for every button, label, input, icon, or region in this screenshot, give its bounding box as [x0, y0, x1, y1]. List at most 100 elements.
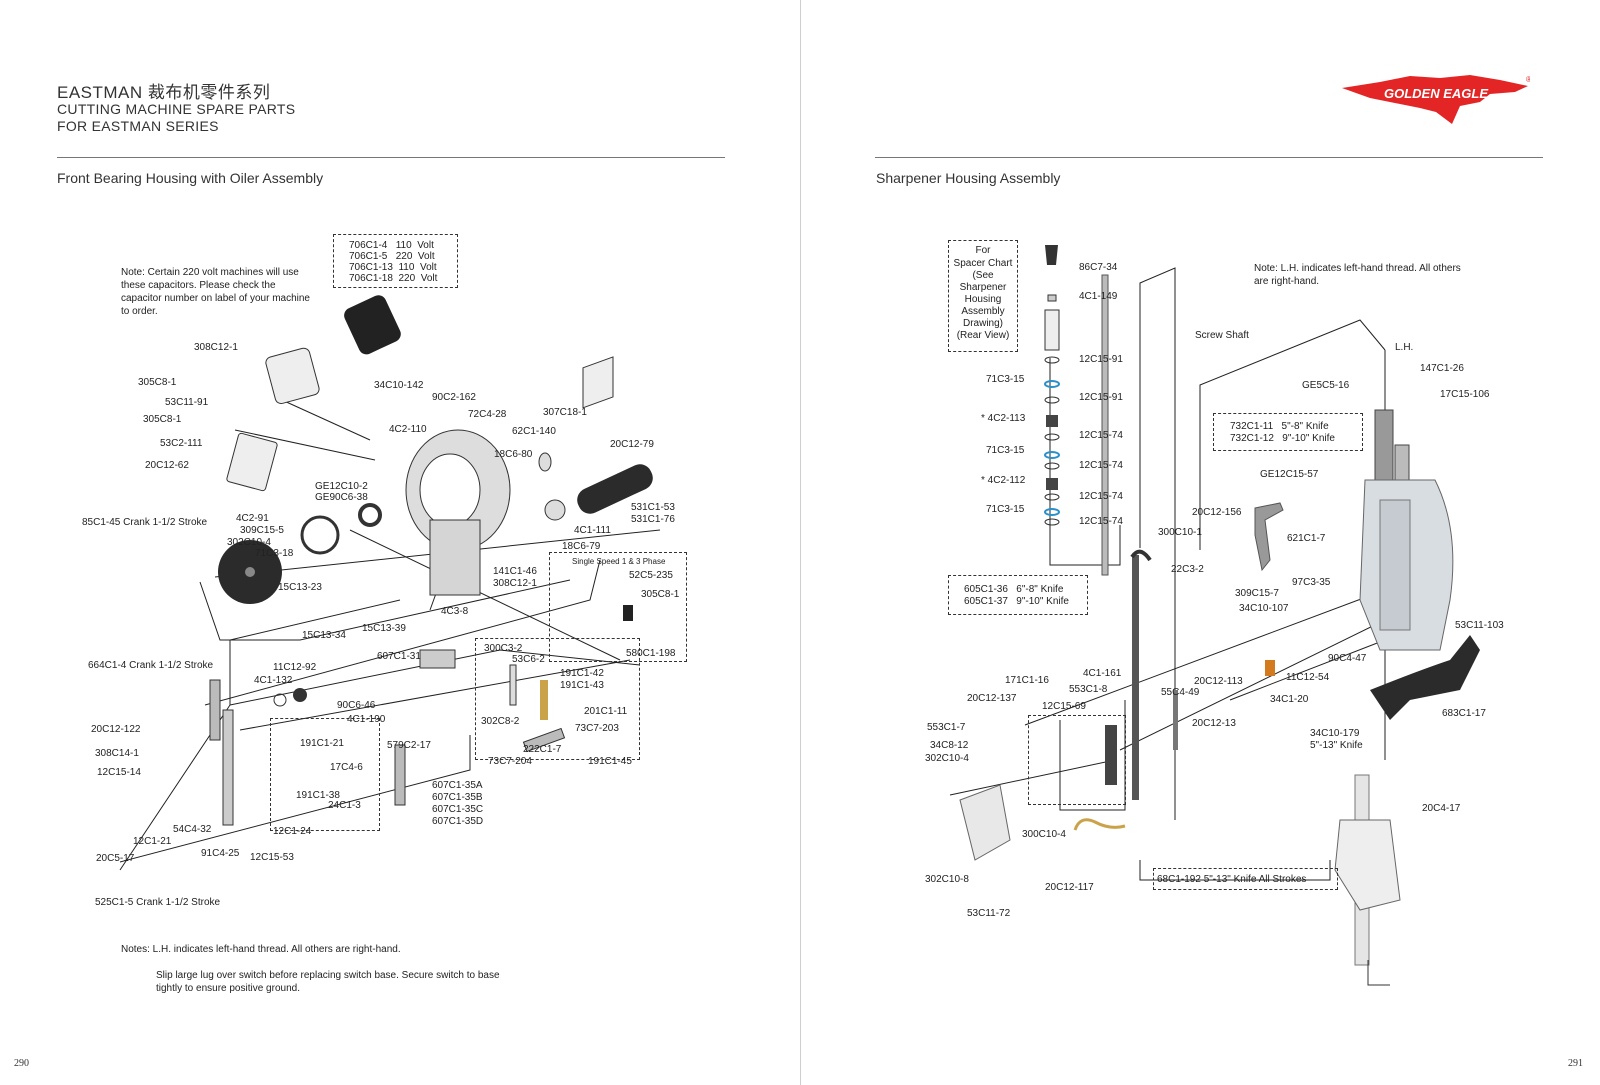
page-subtitle-1: CUTTING MACHINE SPARE PARTS — [57, 101, 296, 117]
part-label: 191C1-42 — [560, 668, 604, 679]
part-label: 305C8-1 — [143, 414, 182, 425]
part-label: L.H. — [1395, 342, 1414, 353]
part-label: 12C15-14 — [97, 767, 141, 778]
svg-text:GOLDEN EAGLE: GOLDEN EAGLE — [1384, 86, 1488, 101]
part-label: 222C1-7 — [523, 744, 562, 755]
part-label: 20C12-122 — [91, 724, 141, 735]
part-label: 11C12-54 — [1286, 672, 1330, 683]
part-label: 302C10-4 — [227, 537, 271, 548]
part-label: GE90C6-38 — [315, 492, 368, 503]
part-label: 53C11-72 — [967, 908, 1011, 919]
part-label: 191C1-38 — [296, 790, 340, 801]
part-label: 141C1-46 — [493, 566, 537, 577]
page-subtitle-2: FOR EASTMAN SERIES — [57, 118, 219, 134]
part-label: 71C3-15 — [986, 374, 1025, 385]
part-label: 683C1-17 — [1442, 708, 1486, 719]
knife-box-3-label: 68C1-192 5"-13" Knife All Strokes — [1157, 874, 1307, 885]
part-label: 302C10-4 — [925, 753, 969, 764]
latch-parts-box — [1028, 715, 1126, 805]
left-section-title: Front Bearing Housing with Oiler Assembl… — [57, 170, 324, 186]
part-label: 20C12-13 — [1192, 718, 1236, 729]
spacer-chart-box-line-8: (Rear View) — [956, 330, 1010, 341]
part-label: 53C6-2 — [512, 654, 545, 665]
capacitor-box-line-3: 706C1-13 110 Volt — [349, 262, 437, 273]
part-label: 4C1-190 — [347, 714, 386, 725]
part-label: 308C14-1 — [95, 748, 139, 759]
capacitor-box — [333, 234, 458, 288]
part-label: 525C1-5 Crank 1-1/2 Stroke — [95, 897, 221, 908]
part-label: 20C12-79 — [610, 439, 654, 450]
part-label: 20C12-62 — [145, 460, 189, 471]
part-label: Screw Shaft — [1195, 330, 1249, 341]
part-label: 308C12-1 — [194, 342, 238, 353]
part-label: 20C12-113 — [1194, 676, 1243, 687]
part-label: 12C1-24 — [273, 826, 312, 837]
part-label: GE12C10-2 — [315, 481, 368, 492]
capacitor-box-line-2: 706C1-5 220 Volt — [349, 251, 435, 262]
part-label: 300C3-2 — [484, 643, 523, 654]
part-label: 12C1-21 — [133, 836, 172, 847]
part-label: 309C15-5 — [240, 525, 284, 536]
part-label: 15C13-39 — [362, 623, 406, 634]
part-label: 147C1-26 — [1420, 363, 1464, 374]
part-label: 553C1-7 — [927, 722, 966, 733]
part-label: 24C1-3 — [328, 800, 361, 811]
part-label: 305C8-1 — [138, 377, 177, 388]
part-label: 607C1-35D — [432, 816, 484, 827]
part-label: 12C15-74 — [1079, 516, 1123, 527]
part-label: 607C1-35C — [432, 804, 484, 815]
part-label: 302C8-2 — [481, 716, 520, 727]
part-label: 34C10-179 — [1310, 728, 1360, 739]
part-label: 307C18-1 — [543, 407, 587, 418]
spacer-chart-box-line-1: For — [975, 245, 991, 256]
part-label: 15C13-34 — [302, 630, 346, 641]
part-label: 531C1-76 — [631, 514, 675, 525]
part-label: 73C7-203 — [575, 723, 619, 734]
svg-text:®: ® — [1526, 75, 1530, 84]
part-label: 20C5-17 — [96, 853, 135, 864]
part-label: 607C1-31 — [377, 651, 421, 662]
part-label: 191C1-43 — [560, 680, 604, 691]
part-label: 90C6-46 — [337, 700, 376, 711]
page-gutter — [800, 0, 801, 1085]
part-label: 4C3-8 — [441, 606, 469, 617]
part-label: 201C1-11 — [584, 706, 628, 717]
spacer-chart-box-line-3: (See — [972, 270, 994, 281]
part-label: 300C10-1 — [1158, 527, 1202, 538]
part-label: 20C4-17 — [1422, 803, 1461, 814]
part-label: 12C15-69 — [1042, 701, 1086, 712]
part-label: 12C15-53 — [250, 852, 294, 863]
part-label: 90C4-47 — [1328, 653, 1367, 664]
part-label: 12C15-74 — [1079, 460, 1123, 471]
left-notes-2: Slip large lug over switch before replac… — [156, 970, 500, 994]
part-label: GE12C15-57 — [1260, 469, 1319, 480]
right-section-title: Sharpener Housing Assembly — [876, 170, 1061, 186]
left-page — [0, 0, 800, 1085]
knife-box-2 — [948, 575, 1088, 615]
part-label: 34C8-12 — [930, 740, 969, 751]
header-rule-left — [57, 157, 725, 158]
part-label: 308C12-1 — [493, 578, 537, 589]
part-label: 607C1-35A — [432, 780, 483, 791]
knife-box-2-line-1: 605C1-36 6"-8" Knife — [964, 584, 1064, 595]
part-label: 18C6-79 — [562, 541, 601, 552]
part-label: 5"-13" Knife — [1310, 740, 1363, 751]
part-label: 302C10-8 — [925, 874, 969, 885]
part-label: 71C3-15 — [986, 504, 1025, 515]
part-label: 171C1-16 — [1005, 675, 1049, 686]
part-label: 4C1-161 — [1083, 668, 1122, 679]
part-label: 580C1-198 — [626, 648, 676, 659]
part-label: 12C15-91 — [1079, 392, 1123, 403]
part-label: 72C4-28 — [468, 409, 507, 420]
spacer-chart-box-line-7: Drawing) — [962, 318, 1003, 329]
left-notes-1: Notes: L.H. indicates left-hand thread. … — [121, 944, 401, 955]
spacer-chart-box-line-6: Assembly — [961, 306, 1005, 317]
part-label: * 4C2-113 — [981, 413, 1026, 424]
capacitor-box-line-1: 706C1-4 110 Volt — [349, 240, 434, 251]
golden-eagle-logo: GOLDEN EAGLE ® — [1340, 74, 1532, 126]
lever-parts-box — [475, 638, 640, 760]
spacer-chart-box-line-4: Sharpener — [959, 282, 1007, 293]
switch-box — [549, 552, 687, 662]
